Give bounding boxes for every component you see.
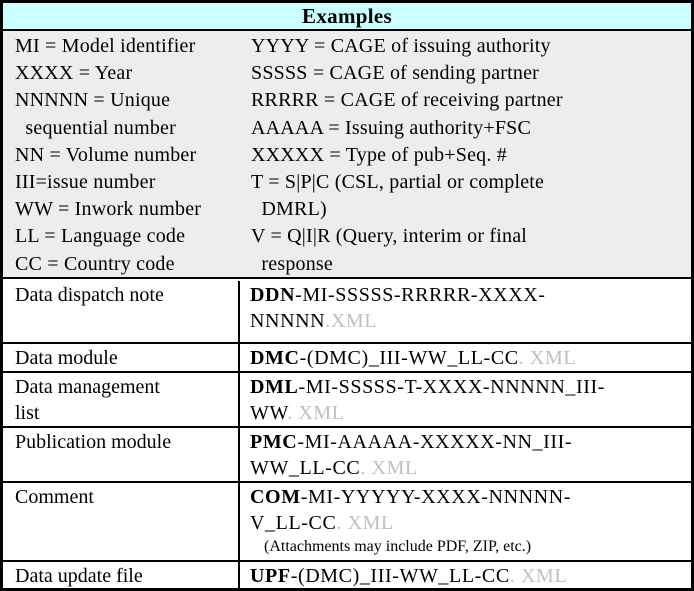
definition-line: response (251, 252, 333, 275)
code-extension: . XML (360, 457, 418, 479)
code-body: -MI-SSSSS-RRRRR-XXXX- NNNNN (250, 284, 546, 332)
code-extension: .XML (325, 310, 378, 332)
code-prefix: DDN (250, 284, 296, 306)
code-extension: . XML (336, 512, 394, 534)
row-code-cell: PMC-MI-AAAAA-XXXXX-NN_III- WW_LL-CC. XML (240, 428, 691, 481)
definition-line: NN = Volume number (15, 143, 197, 166)
file-name-code: DML-MI-SSSSS-T-XXXX-NNNNN_III- WW. XML (250, 376, 605, 424)
definitions-left-column: MI = Model identifier XXXX = Year NNNNN … (15, 33, 251, 277)
definition-line: sequential number (15, 116, 176, 139)
row-code-cell: UPF-(DMC)_III-WW_LL-CC. XML (240, 562, 691, 588)
table-row: Comment COM-MI-YYYYY-XXXX-NNNNN- V_LL-CC… (3, 483, 691, 562)
row-label: Comment (3, 483, 240, 560)
table-header: Examples (3, 3, 691, 31)
table-row: Data dispatch note DDN-MI-SSSSS-RRRRR-XX… (3, 281, 691, 344)
row-code-cell: DMC-(DMC)_III-WW_LL-CC. XML (240, 344, 691, 371)
definitions-right-column: YYYY = CAGE of issuing authority SSSSS =… (251, 33, 691, 277)
definition-line: XXXXX = Type of pub+Seq. # (251, 143, 507, 166)
code-extension: . XML (287, 402, 345, 424)
code-body: -MI-YYYYY-XXXX-NNNNN- V_LL-CC (250, 486, 572, 534)
definition-line: CC = Country code (15, 252, 175, 275)
definition-line: V = Q|I|R (Query, interim or final (251, 225, 528, 248)
table-row: Publication module PMC-MI-AAAAA-XXXXX-NN… (3, 428, 691, 483)
code-extension: . XML (518, 347, 577, 369)
examples-rows: Data dispatch note DDN-MI-SSSSS-RRRRR-XX… (3, 281, 691, 588)
table-title: Examples (302, 3, 392, 28)
row-label: Data dispatch note (3, 281, 240, 342)
code-prefix: PMC (250, 431, 298, 453)
code-body: -(DMC)_III-WW_LL-CC (299, 347, 519, 369)
table-row: Data module DMC-(DMC)_III-WW_LL-CC. XML (3, 344, 691, 373)
row-code-cell: DDN-MI-SSSSS-RRRRR-XXXX- NNNNN.XML (240, 281, 691, 342)
code-prefix: DML (250, 376, 299, 398)
row-code-cell: DML-MI-SSSSS-T-XXXX-NNNNN_III- WW. XML (240, 373, 691, 426)
definition-line: DMRL) (251, 198, 327, 221)
section-separator (3, 279, 691, 281)
table-row: Data management list DML-MI-SSSSS-T-XXXX… (3, 373, 691, 428)
code-body: -MI-AAAAA-XXXXX-NN_III- WW_LL-CC (250, 431, 573, 479)
row-label: Data management list (3, 373, 240, 426)
table-row: Data update file UPF-(DMC)_III-WW_LL-CC.… (3, 562, 691, 588)
row-label: Data module (3, 344, 240, 371)
file-name-code: UPF-(DMC)_III-WW_LL-CC. XML (250, 565, 567, 587)
code-body: -MI-SSSSS-T-XXXX-NNNNN_III- WW (250, 376, 606, 424)
row-label: Publication module (3, 428, 240, 481)
file-name-code: COM-MI-YYYYY-XXXX-NNNNN- V_LL-CC. XML (250, 486, 571, 534)
row-label: Data update file (3, 562, 240, 588)
file-name-code: DDN-MI-SSSSS-RRRRR-XXXX- NNNNN.XML (250, 284, 546, 332)
definition-line: XXXX = Year (15, 62, 133, 85)
definition-line: LL = Language code (15, 225, 186, 248)
file-name-code: DMC-(DMC)_III-WW_LL-CC. XML (250, 347, 576, 369)
row-code-cell: COM-MI-YYYYY-XXXX-NNNNN- V_LL-CC. XML (A… (240, 483, 691, 560)
code-prefix: DMC (250, 347, 300, 369)
definition-line: MI = Model identifier (15, 35, 196, 57)
attachments-note: (Attachments may include PDF, ZIP, etc.) (264, 538, 532, 555)
definitions-legend: MI = Model identifier XXXX = Year NNNNN … (3, 31, 691, 279)
code-prefix: COM (250, 486, 301, 508)
definition-line: YYYY = CAGE of issuing authority (251, 35, 551, 57)
code-extension: . XML (509, 565, 568, 587)
definition-line: III=issue number (15, 171, 156, 194)
definition-line: NNNNN = Unique (15, 89, 171, 112)
definition-line: SSSSS = CAGE of sending partner (251, 62, 540, 85)
code-prefix: UPF (250, 565, 291, 587)
definition-line: WW = Inwork number (15, 198, 202, 221)
definition-line: T = S|P|C (CSL, partial or complete (251, 171, 545, 194)
file-name-code: PMC-MI-AAAAA-XXXXX-NN_III- WW_LL-CC. XML (250, 431, 572, 479)
code-body: -(DMC)_III-WW_LL-CC (290, 565, 510, 587)
definition-line: AAAAA = Issuing authority+FSC (251, 116, 532, 139)
definition-line: RRRRR = CAGE of receiving partner (251, 89, 563, 112)
